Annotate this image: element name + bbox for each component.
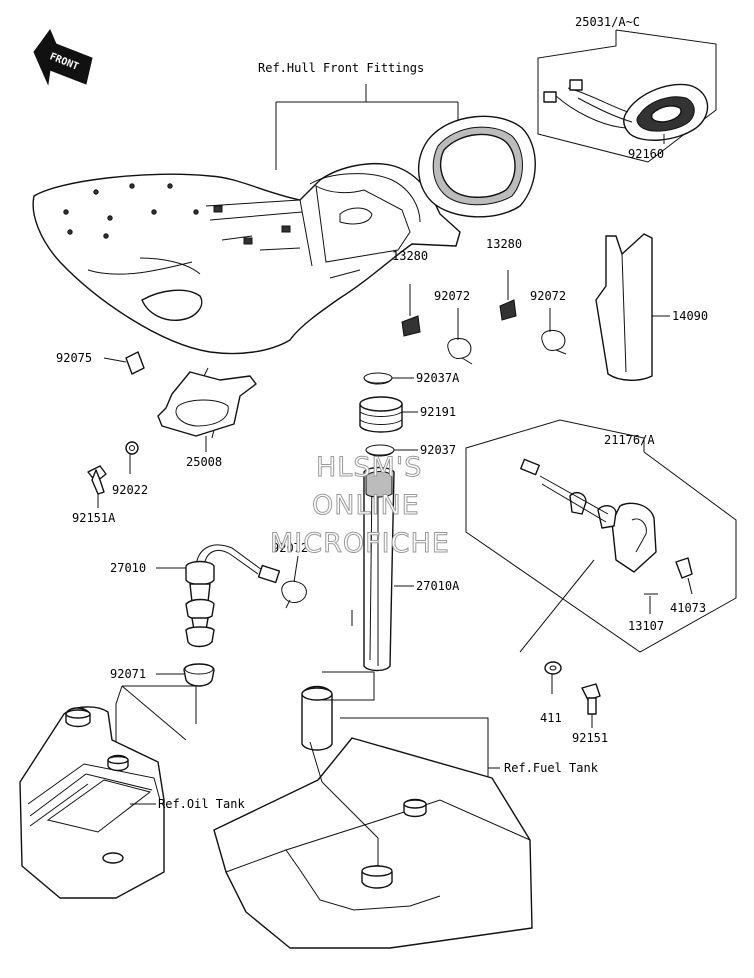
label-13280-left: 13280 [392,249,428,263]
cover-14090 [595,233,653,381]
label-92151a: 92151A [72,511,116,525]
label-92072-lower: 92072 [272,541,308,555]
washer-411 [544,661,562,675]
label-14090: 14090 [672,309,708,323]
watermark: HLSM'S ONLINE MICROFICHE [270,452,450,560]
label-ref-fuel-tank: Ref.Fuel Tank [504,761,599,775]
meter-frame [417,115,536,218]
filler-cap [301,685,333,751]
clamp-92037a [363,372,393,385]
label-92151: 92151 [572,731,608,745]
label-92037: 92037 [420,443,456,457]
washer-92022 [125,441,139,455]
band-92072-upper-right [541,329,567,355]
label-92022: 92022 [112,483,148,497]
label-ref-hull-front-fittings: Ref.Hull Front Fittings [258,61,424,75]
label-ref-oil-tank: Ref.Oil Tank [158,797,245,811]
watermark-line-2: ONLINE [312,490,420,521]
label-92072-upper-right: 92072 [530,289,566,303]
clip-13280-right [499,299,517,321]
clip-13280-left [401,315,421,337]
watermark-line-1: HLSM'S [316,452,422,483]
sensor-box-21176 [465,419,737,653]
front-arrow-icon: FRONT [33,28,93,86]
label-92071: 92071 [110,667,146,681]
bolt-92151a [87,465,107,495]
sender-27010 [185,544,281,648]
label-92037a: 92037A [416,371,460,385]
ring-92071 [183,663,215,687]
tube-27010a [351,466,395,672]
label-27010a: 27010A [416,579,460,593]
meter-assembly-box [537,29,717,163]
label-92072-upper-left: 92072 [434,289,470,303]
label-21176: 21176/A [604,433,655,447]
band-92072-upper-left [447,337,473,365]
label-13107: 13107 [628,619,664,633]
label-411: 411 [540,711,562,725]
band-92072-lower [281,580,307,609]
label-92075: 92075 [56,351,92,365]
leader-lines [97,134,693,805]
label-92160: 92160 [628,147,664,161]
ref-hull-bracket [275,84,459,170]
watermark-line-3: MICROFICHE [270,528,450,559]
label-92191: 92191 [420,405,456,419]
label-25031: 25031/A~C [575,15,640,29]
part-92075 [125,351,145,375]
sleeve-92191 [359,396,403,433]
bracket-25008 [157,367,257,439]
oil-tank [19,685,197,899]
label-41073: 41073 [670,601,706,615]
fuel-tank [213,671,533,949]
bolt-92151 [581,683,601,715]
hull-front-fittings [32,163,461,355]
label-25008: 25008 [186,455,222,469]
label-13280-right: 13280 [486,237,522,251]
label-27010: 27010 [110,561,146,575]
